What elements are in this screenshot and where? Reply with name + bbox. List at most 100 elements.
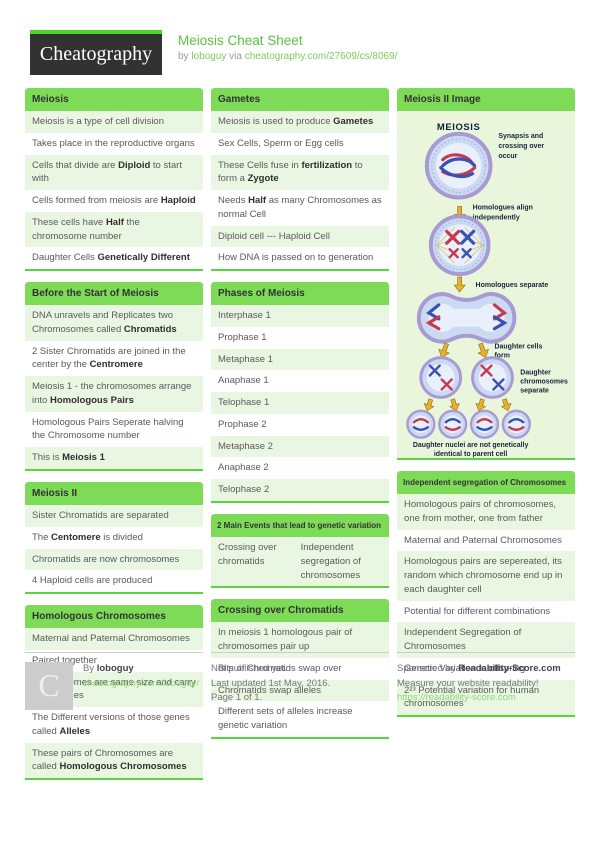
label-synapsis: crossing over <box>498 143 544 150</box>
section-row: This is Meiosis 1 <box>25 447 203 470</box>
section-title: Meiosis <box>25 88 203 111</box>
sponsor-prefix: Sponsored by <box>397 663 456 674</box>
label-daughter-cells: form <box>494 353 509 360</box>
logo-text: Cheatography <box>39 43 153 65</box>
section-row: Anaphase 1 <box>211 370 389 393</box>
section-row: Homologous pairs are sepereated, its ran… <box>397 551 575 601</box>
cell-parent <box>424 131 493 200</box>
section-row: Metaphase 1 <box>211 348 389 371</box>
section-row: 4 Haploid cells are produced <box>25 570 203 593</box>
section-row: Daughter Cells Genetically Different <box>25 247 203 270</box>
cell-metaphase <box>428 214 491 277</box>
section-row: Bits of Chromatids swap over <box>211 657 389 680</box>
section-title: Meiosis II Image <box>397 88 575 111</box>
section-row: Maternal and Paternal Chromosomes <box>397 529 575 552</box>
cell-dividing <box>416 291 517 344</box>
label-align: Homologues align <box>473 204 533 211</box>
section-row: Cells that divide are Diploid to start w… <box>25 154 203 191</box>
section-row: Cells formed from meiosis are Haploid <box>25 190 203 212</box>
haploid-cells <box>406 409 531 439</box>
section-row: These cells have Half the chromosome num… <box>25 211 203 248</box>
footer: C By loboguy cheatography.com/loboguy/ N… <box>25 652 575 710</box>
section-row: Telophase 1 <box>211 392 389 414</box>
page-number: Page 1 of 1. <box>211 692 263 704</box>
section-row: Prophase 1 <box>211 326 389 349</box>
sheet-url-link[interactable]: cheatography.com/27609/cs/8069/ <box>244 51 398 62</box>
section-title: Before the Start of Meiosis <box>25 282 203 306</box>
section-title: Independent segregation of Chromosomes <box>397 471 575 495</box>
section-row: 2²³ Potential variation for human chromo… <box>397 679 575 716</box>
footer-author-name: loboguy <box>96 663 134 674</box>
section-row: Homologous pairs of chromosomes, one fro… <box>397 494 575 530</box>
section-2-main-events-that-lead-to-genetic-variation: 2 Main Events that lead to genetic varia… <box>211 514 389 589</box>
avatar: C <box>25 662 73 710</box>
down-arrow-icon <box>453 276 466 293</box>
diagram-title: MEIOSIS <box>437 122 481 133</box>
section-row: DNA unravels and Replicates two Chromoso… <box>25 305 203 341</box>
section-row: Maternal and Paternal Chromosomes <box>25 628 203 650</box>
label-synapsis: occur <box>498 153 517 160</box>
section-row: Prophase 2 <box>211 413 389 436</box>
footer-author-block: C By loboguy cheatography.com/loboguy/ <box>25 652 203 710</box>
section-row: These pairs of Chromosomes are called Ho… <box>25 742 203 779</box>
label-chrom-separate: separate <box>520 387 549 394</box>
section-row: How DNA is passed on to generation <box>211 247 389 270</box>
section-row: Meiosis is a type of cell division <box>25 111 203 133</box>
section-row: Sex Cells, Sperm or Egg cells <box>211 132 389 155</box>
section-row: These Cells fuse in fertilization to for… <box>211 154 389 191</box>
section-row: Needs Half as many Chromosomes as normal… <box>211 190 389 226</box>
sponsor-link[interactable]: https://readability-score.com <box>397 692 516 704</box>
section-row: Chromatids are now chromosomes <box>25 548 203 571</box>
section-row: Diploid cell --- Haploid Cell <box>211 225 389 248</box>
section-meiosis-ii-image: Meiosis II Image MEIOSIS Synapsis and cr… <box>397 88 575 461</box>
section-row: Interphase 1 <box>211 305 389 327</box>
last-updated: Last updated 1st May, 2016. <box>211 677 331 689</box>
byline-prefix: by <box>178 51 189 62</box>
section-row: In meiosis 1 homologous pair of chromoso… <box>211 622 389 658</box>
byline: by loboguy via cheatography.com/27609/cs… <box>178 51 397 62</box>
daughter-cells <box>419 356 514 399</box>
label-align: independently <box>473 214 520 221</box>
footer-sponsor-block: Sponsored by Readability-Score.com Measu… <box>397 652 575 710</box>
section-title: Crossing over Chromatids <box>211 599 389 623</box>
label-daughter-cells: Daughter cells <box>494 344 542 351</box>
footer-author-link[interactable]: cheatography.com/loboguy/ <box>83 677 200 689</box>
section-row: Metaphase 2 <box>211 435 389 458</box>
label-chrom-separate: chromosomes <box>520 378 568 385</box>
sponsor-tagline: Measure your website readability! <box>397 677 539 689</box>
label-separate: Homologues separate <box>476 282 549 289</box>
author-link[interactable]: loboguy <box>191 51 227 62</box>
section-row: Meiosis 1 - the chromosomes arrange into… <box>25 376 203 412</box>
publish-status: Not published yet. <box>211 663 288 674</box>
section-title: Gametes <box>211 88 389 111</box>
section-row: The Different versions of those genes ca… <box>25 707 203 743</box>
section-row: Homologous Pairs Seperate halving the Ch… <box>25 411 203 448</box>
page-title: Meiosis Cheat Sheet <box>178 33 303 48</box>
row-cell: Crossing over chromatids <box>218 542 277 567</box>
section-row: Telophase 2 <box>211 479 389 502</box>
meiosis-image: MEIOSIS Synapsis and crossing over occur… <box>397 111 575 459</box>
section-row: Sister Chromatids are separated <box>25 505 203 527</box>
section-title: Phases of Meiosis <box>211 282 389 306</box>
header: Cheatography Meiosis Cheat Sheet by lobo… <box>30 30 575 75</box>
section-row: Chromatids swap alleles <box>211 679 389 702</box>
section-row: Genetic Variation in offspring <box>397 657 575 680</box>
section-title: 2 Main Events that lead to genetic varia… <box>211 514 389 538</box>
label-not-identical: identical to parent cell <box>434 451 507 458</box>
footer-by-prefix: By <box>83 663 95 674</box>
sponsor-name: Readability-Score.com <box>458 663 561 674</box>
cheatography-logo[interactable]: Cheatography <box>30 30 162 75</box>
section-row: 2 Sister Chromatids are joined in the ce… <box>25 340 203 377</box>
row-cell: Independent segregation of chromosomes <box>300 542 361 581</box>
footer-status-block: Not published yet. Last updated 1st May,… <box>211 652 389 710</box>
